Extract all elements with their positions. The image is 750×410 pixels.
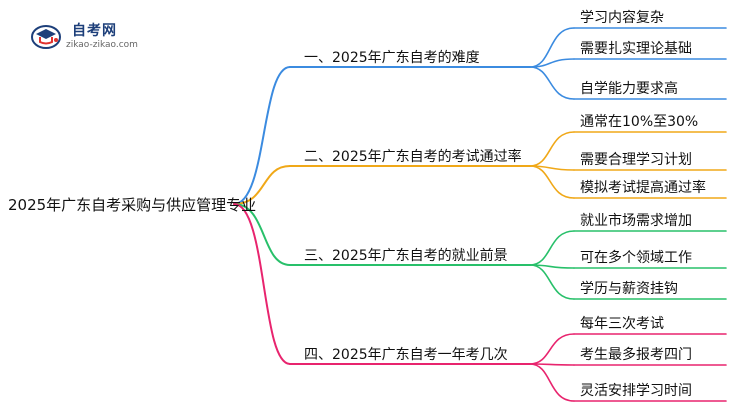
edge-root-branch-1 bbox=[233, 66, 291, 205]
leaf-4-1: 每年三次考试 bbox=[580, 316, 664, 332]
edge-branch-2-leaf-1 bbox=[529, 131, 575, 167]
edge-branch-4-leaf-3 bbox=[529, 363, 575, 402]
leaf-4-3: 灵活安排学习时间 bbox=[580, 383, 692, 399]
site-logo[interactable]: 自考网 zikao-zikao.com bbox=[30, 18, 140, 52]
edge-root-branch-4 bbox=[233, 203, 291, 365]
leaf-1-1: 学习内容复杂 bbox=[580, 10, 664, 26]
leaf-1-2: 需要扎实理论基础 bbox=[580, 41, 692, 57]
leaf-4-2: 考生最多报考四门 bbox=[580, 347, 692, 363]
branch-2-label: 二、2025年广东自考的考试通过率 bbox=[304, 149, 522, 165]
logo-name: 自考网 bbox=[72, 23, 117, 39]
branch-1-label: 一、2025年广东自考的难度 bbox=[304, 50, 480, 66]
leaf-3-2: 可在多个领域工作 bbox=[580, 250, 692, 266]
edge-branch-4-leaf-1 bbox=[529, 333, 575, 365]
logo-url: zikao-zikao.com bbox=[66, 40, 138, 50]
edge-branch-1-leaf-1 bbox=[529, 27, 575, 68]
graduation-cap-icon bbox=[31, 25, 61, 49]
edge-root-branch-3 bbox=[233, 203, 291, 266]
leaf-2-1: 通常在10%至30% bbox=[580, 114, 699, 130]
branch-4-label: 四、2025年广东自考一年考几次 bbox=[304, 347, 508, 363]
edge-branch-3-leaf-1 bbox=[529, 230, 575, 266]
leaf-3-3: 学历与薪资挂钩 bbox=[580, 281, 678, 297]
edge-branch-3-leaf-3 bbox=[529, 264, 575, 300]
leaf-1-3: 自学能力要求高 bbox=[580, 81, 678, 97]
edge-branch-1-leaf-3 bbox=[529, 66, 575, 100]
edge-branch-2-leaf-3 bbox=[529, 165, 575, 199]
leaf-2-3: 模拟考试提高通过率 bbox=[580, 180, 706, 196]
branch-3-label: 三、2025年广东自考的就业前景 bbox=[304, 248, 508, 264]
edge-root-branch-2 bbox=[233, 165, 291, 205]
leaf-2-2: 需要合理学习计划 bbox=[580, 152, 692, 168]
root-topic: 2025年广东自考采购与供应管理专业 bbox=[8, 196, 257, 214]
leaf-3-1: 就业市场需求增加 bbox=[580, 213, 692, 229]
